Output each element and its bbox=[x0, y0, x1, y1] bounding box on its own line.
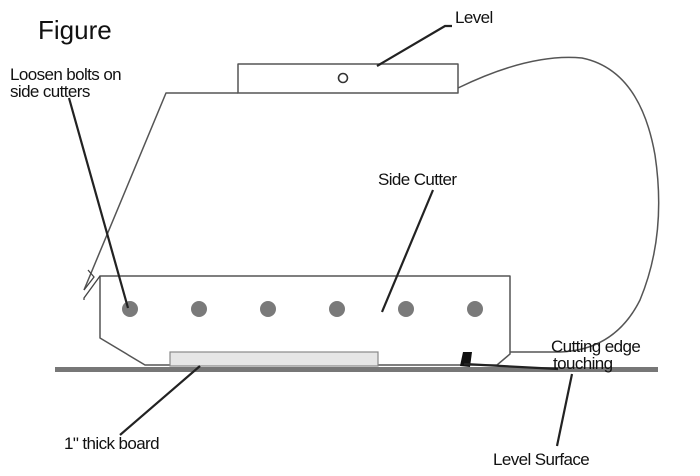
level-surface-label: Level Surface bbox=[493, 450, 589, 469]
leader-level-surface bbox=[555, 373, 574, 447]
body-notch bbox=[83, 269, 95, 291]
bolt-5 bbox=[398, 301, 414, 317]
loosen-bolts-label-line1: Loosen bolts on bbox=[10, 65, 121, 84]
bolt-6 bbox=[467, 301, 483, 317]
loosen-bolts-label-line2: side cutters bbox=[10, 82, 90, 101]
level-label: Level bbox=[455, 8, 493, 27]
level-bubble-icon bbox=[337, 72, 349, 84]
board bbox=[169, 351, 379, 367]
bolt-group bbox=[122, 301, 483, 317]
leader-board bbox=[119, 365, 201, 436]
leader-level bbox=[376, 24, 452, 67]
bolt-2 bbox=[191, 301, 207, 317]
level-tool bbox=[237, 63, 459, 94]
leader-loosen-bolts bbox=[67, 97, 130, 309]
side-cutter-label: Side Cutter bbox=[378, 170, 457, 189]
leader-cutting-edge bbox=[463, 362, 559, 371]
leader-side-cutter bbox=[380, 189, 435, 313]
cutting-edge-label-line2: touching bbox=[553, 354, 613, 373]
machine-body-outline bbox=[83, 56, 660, 353]
figure-title: Figure bbox=[38, 15, 112, 45]
side-cutter-bevel bbox=[83, 275, 101, 300]
bolt-4 bbox=[329, 301, 345, 317]
cutting-edge-label-line1: Cutting edge bbox=[551, 337, 640, 356]
bolt-3 bbox=[260, 301, 276, 317]
bolt-1 bbox=[122, 301, 138, 317]
level-surface bbox=[55, 367, 658, 372]
board-label: 1" thick board bbox=[64, 434, 159, 453]
